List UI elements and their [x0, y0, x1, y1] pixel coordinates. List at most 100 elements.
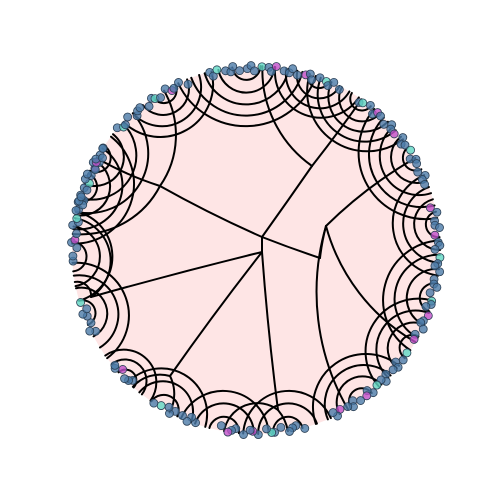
edge-subtree-5-4: [368, 116, 436, 209]
edge-subtree-10-3: [242, 389, 332, 435]
edge-subtree-0-3: [78, 122, 138, 201]
leaf-node: [174, 78, 183, 87]
edge-subtree-14-2: [75, 286, 109, 338]
leaf-node: [329, 77, 339, 87]
leaf-node: [212, 65, 222, 75]
leaf-node: [239, 430, 248, 439]
edge-subtree-11-3: [180, 389, 270, 435]
leaf-node: [328, 408, 338, 417]
leaf-node: [85, 326, 95, 336]
edge-subtree-4-2: [338, 86, 381, 123]
leaf-node: [68, 251, 78, 261]
leaf-node: [435, 223, 444, 232]
edge-subtree-14-3: [72, 274, 120, 349]
leaf-node: [288, 64, 298, 74]
leaf-node: [358, 98, 368, 108]
leaf-node: [420, 180, 430, 189]
leaf-node: [223, 427, 233, 437]
edge-subtree-6-3: [402, 186, 441, 264]
leaf-node: [376, 111, 385, 121]
leaf-node: [418, 324, 428, 334]
leaf-node: [228, 62, 238, 71]
leaf-node: [412, 159, 422, 168]
leaf-node: [372, 380, 382, 390]
edge-subtree-10-2: [257, 402, 318, 435]
edge-subtree-8-3: [375, 309, 430, 379]
edge-subtree-12-3: [127, 367, 209, 428]
leaf-node: [276, 422, 286, 432]
edge-subtree-9-3: [323, 363, 392, 421]
leaf-node: [421, 302, 431, 311]
edge-subtree-4-4: [316, 76, 397, 143]
edge-subtree-7-2: [405, 268, 440, 326]
edge-subtree-5-2: [390, 135, 428, 184]
leaf-node: [235, 66, 245, 76]
poincare-disk: [72, 66, 440, 434]
leaf-node: [389, 129, 399, 139]
leaf-node: [123, 112, 133, 122]
leaf-node: [432, 282, 442, 292]
leaf-node: [379, 119, 389, 129]
leaf-node: [156, 401, 166, 410]
edge-subtree-13-2: [110, 358, 148, 396]
leaf-node: [406, 145, 415, 155]
leaf-node: [293, 70, 302, 80]
leaf-node: [430, 261, 440, 271]
leaf-node: [343, 402, 353, 412]
edge-subtree-7-3: [393, 253, 441, 339]
edge-subtree-15-3: [75, 210, 114, 302]
leaf-node: [435, 267, 445, 277]
edge-subtree-16-2: [74, 159, 112, 217]
edge-top-a: [261, 65, 313, 167]
leaf-node: [76, 298, 85, 307]
leaf-node: [432, 207, 442, 217]
edge-subtree-14-4: [71, 261, 130, 360]
edge-subtree-6-4: [391, 174, 440, 277]
leaf-node: [71, 206, 81, 215]
edge-right-c: [315, 225, 349, 411]
edge-subtree-1-2: [141, 78, 190, 116]
edge-subtree-2-4: [190, 70, 304, 117]
leaf-node: [164, 402, 174, 412]
leaf-node: [72, 214, 82, 223]
edge-subtree-2-5: [177, 75, 317, 128]
edge-subtree-10-1: [272, 415, 304, 435]
leaf-node: [169, 83, 179, 93]
leaf-node: [82, 185, 92, 195]
leaf-node: [315, 73, 325, 83]
leaf-node: [72, 229, 81, 238]
leaf-node: [430, 245, 440, 254]
leaf-node: [425, 288, 435, 298]
edge-bottom-b: [223, 402, 279, 433]
leaf-node: [82, 304, 92, 314]
leaf-node: [149, 398, 159, 408]
leaf-node: [86, 318, 96, 328]
edge-root-upper-right: [261, 165, 313, 238]
leaf-node: [182, 416, 192, 426]
leaf-node: [307, 75, 317, 85]
edge-subtree-8-4: [364, 297, 434, 388]
leaf-node: [398, 355, 408, 365]
leaf-node: [249, 66, 259, 76]
leaf-node: [178, 411, 187, 420]
edge-subtree-2-3: [203, 67, 290, 106]
leaf-node: [135, 103, 145, 113]
leaf-node: [400, 140, 410, 150]
leaf-node: [409, 335, 419, 344]
edge-subtree-4-3: [327, 81, 389, 133]
edge-subtree-11-2: [194, 402, 255, 435]
leaf-node: [110, 360, 120, 370]
leaf-node: [120, 374, 129, 384]
leaf-node: [271, 62, 281, 71]
leaf-node: [356, 396, 366, 405]
leaf-nodes: [67, 61, 445, 440]
leaf-node: [388, 365, 398, 375]
edge-subtree-16-3: [72, 147, 124, 231]
leaf-node: [98, 144, 108, 153]
leaf-node: [285, 427, 294, 436]
leaf-node: [430, 230, 440, 240]
leaf-node: [121, 120, 130, 130]
leaf-node: [216, 421, 226, 431]
